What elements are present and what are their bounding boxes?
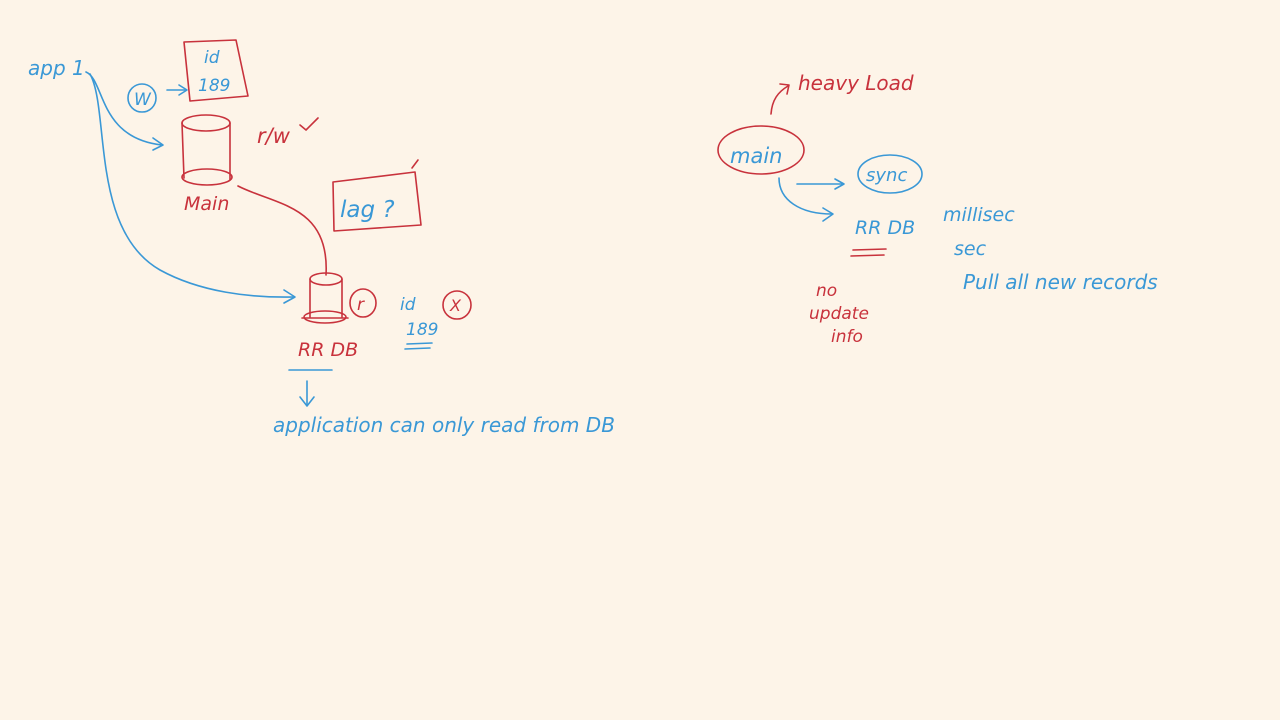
main-to-replica-link — [237, 185, 327, 276]
main-db-mode: r/w — [257, 124, 291, 148]
replica-record-underline-2 — [404, 347, 431, 350]
replica-read-marker-circle — [349, 288, 377, 318]
replica-read-marker: r — [357, 295, 365, 315]
main-node-label: main — [730, 144, 782, 168]
no-update-line1: no — [816, 281, 837, 301]
lag-box-pen-tick — [411, 159, 419, 169]
heavy-load-arrow — [770, 85, 789, 115]
right-replica-underline-1 — [852, 248, 887, 251]
write-marker: W — [134, 90, 152, 110]
replica-record-field: id — [400, 295, 416, 315]
replica-record-value: 189 — [406, 320, 438, 340]
lag-note: lag ? — [340, 197, 395, 223]
write-to-record-arrowhead — [178, 84, 188, 96]
pull-note: Pull all new records — [963, 270, 1158, 294]
app-to-replica-arrowhead — [283, 289, 296, 304]
lag-note-box — [332, 171, 422, 232]
heavy-load-note: heavy Load — [798, 71, 914, 95]
timing-millisec: millisec — [943, 204, 1015, 226]
sync-node-label: sync — [866, 165, 907, 186]
main-db-cylinder — [181, 114, 233, 186]
no-update-line2: update — [809, 304, 869, 324]
no-update-line3: info — [831, 327, 863, 347]
main-to-sync-arrowhead — [834, 178, 845, 190]
sync-node-ellipse — [857, 154, 923, 194]
app-to-main-arrowhead — [152, 137, 164, 151]
main-to-replica-arrow — [778, 177, 833, 215]
main-to-replica-arrowhead — [822, 207, 834, 222]
record-box — [183, 39, 249, 102]
replica-write-marker: X — [449, 296, 462, 315]
replica-db-cylinder — [301, 272, 349, 324]
check-mark-icon — [299, 117, 319, 131]
replica-db-label: RR DB — [298, 339, 358, 361]
right-replica-underline-2 — [850, 254, 885, 257]
replica-record-underline-1 — [406, 342, 433, 345]
app-to-replica-arrow — [89, 73, 295, 298]
read-only-arrowhead — [299, 396, 315, 407]
record-value: 189 — [198, 76, 230, 96]
timing-sec: sec — [954, 238, 987, 260]
read-only-note: application can only read from DB — [273, 413, 615, 437]
heavy-load-arrowhead — [779, 83, 790, 95]
right-replica-label: RR DB — [855, 217, 915, 239]
main-node-ellipse — [717, 125, 805, 175]
main-db-label: Main — [184, 193, 229, 215]
replica-write-marker-circle — [442, 290, 472, 320]
record-field: id — [204, 48, 220, 68]
app-label: app 1 — [28, 56, 85, 80]
write-marker-circle — [127, 83, 157, 113]
